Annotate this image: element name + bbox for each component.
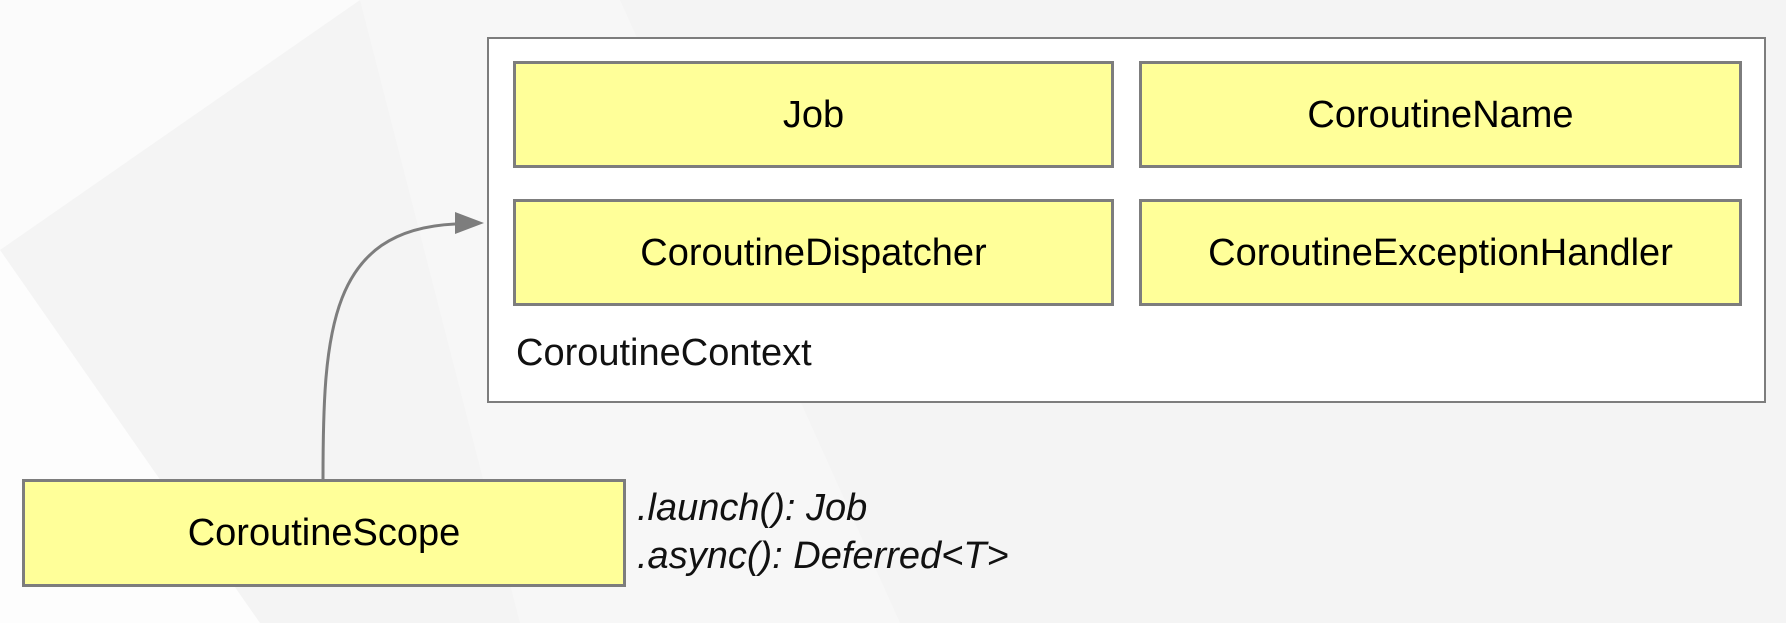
job-label: Job [782,93,845,136]
scope-methods: .launch(): Job .async(): Deferred<T> [637,484,1009,580]
coroutine-exception-handler-element: CoroutineExceptionHandler [1139,199,1742,306]
coroutine-scope-label: CoroutineScope [187,512,461,554]
coroutine-dispatcher-element: CoroutineDispatcher [513,199,1114,306]
coroutine-context-label: CoroutineContext [516,332,812,374]
job-element: Job [513,61,1114,168]
coroutine-scope-element: CoroutineScope [22,479,626,587]
coroutine-name-label: CoroutineName [1307,93,1574,136]
coroutine-exception-handler-label: CoroutineExceptionHandler [1208,231,1673,274]
async-method: .async(): Deferred<T> [637,535,1009,577]
coroutine-name-element: CoroutineName [1139,61,1742,168]
launch-method: .launch(): Job [637,487,868,529]
coroutine-dispatcher-label: CoroutineDispatcher [640,231,987,274]
